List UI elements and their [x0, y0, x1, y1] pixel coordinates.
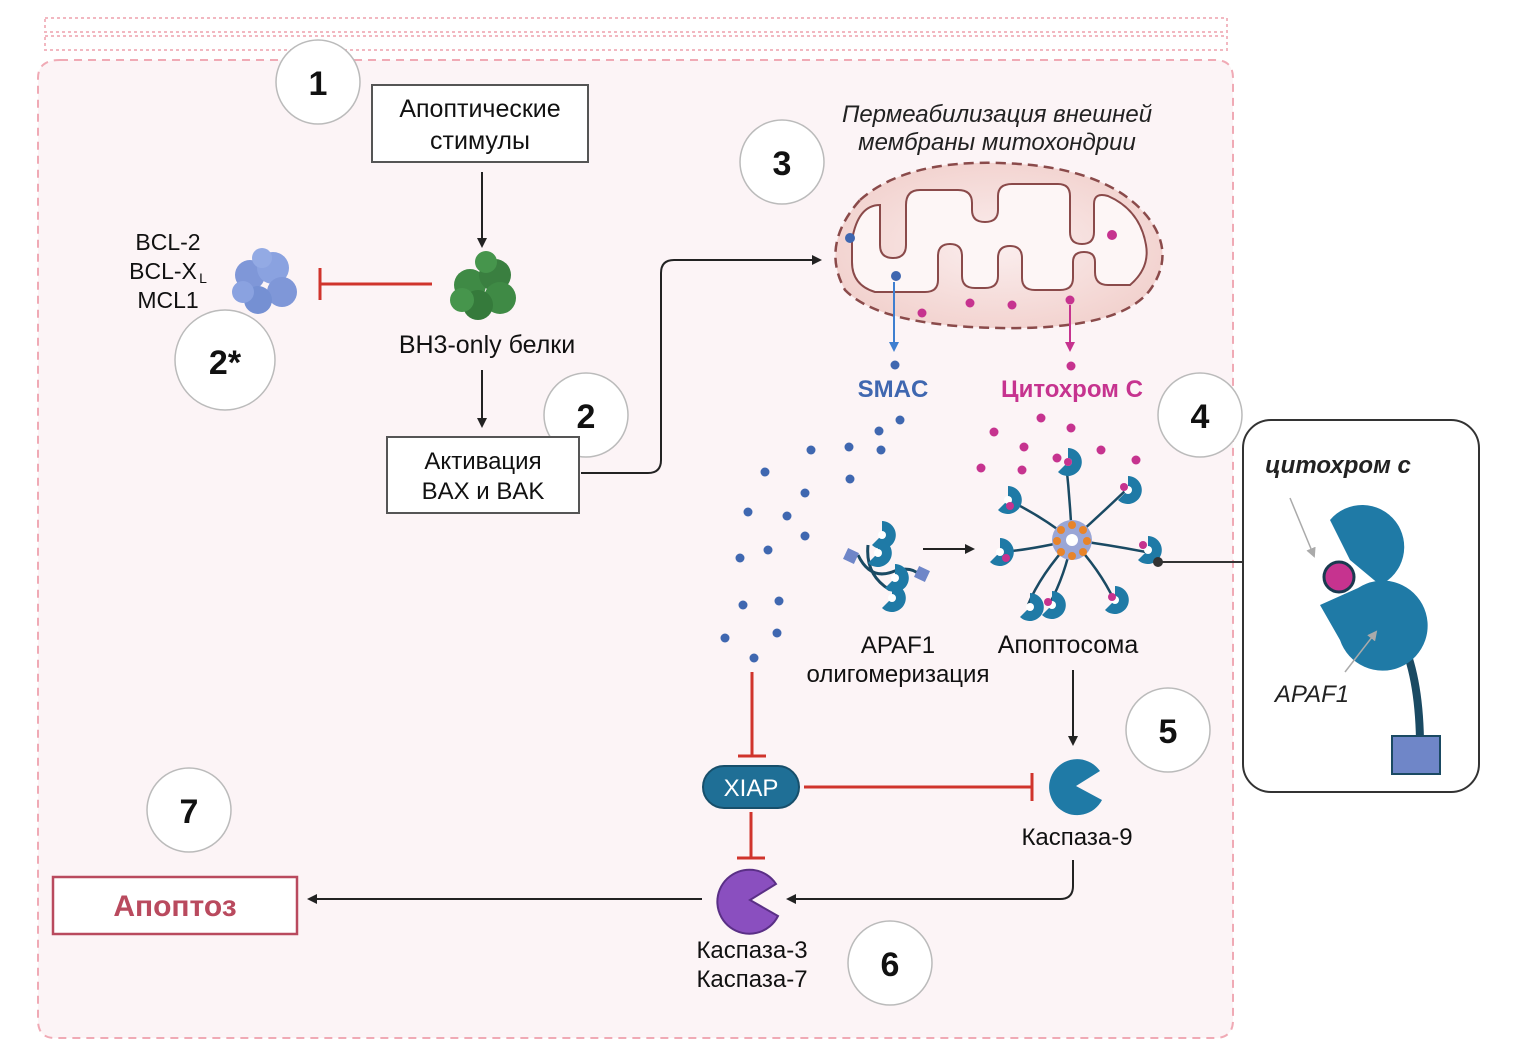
svg-text:олигомеризация: олигомеризация [807, 661, 990, 688]
apaf1-oligomerization-label: APAF1 олигомеризация [807, 632, 990, 688]
xiap-badge: XIAP [702, 765, 800, 809]
svg-text:BCL-X: BCL-X [129, 258, 197, 284]
svg-text:мембраны митохондрии: мембраны митохондрии [858, 129, 1136, 156]
svg-text:стимулы: стимулы [430, 127, 530, 155]
svg-text:5: 5 [1159, 713, 1178, 751]
svg-text:BAX и BAK: BAX и BAK [422, 478, 545, 505]
apaf1-inset-box: цитохром с APAF1 [1242, 419, 1480, 793]
svg-text:Активация: Активация [424, 448, 541, 475]
svg-text:4: 4 [1191, 398, 1210, 436]
svg-text:Каспаза-7: Каспаза-7 [696, 966, 807, 993]
caspase9-pacman-enzyme-icon [1049, 759, 1102, 816]
step-circle-7: 7 [146, 767, 232, 853]
arrow-bax-to-mitochondrion [581, 255, 822, 474]
bax-bak-activation-box: Активация BAX и BAK [386, 436, 580, 514]
cytochrome-c-particles [976, 361, 1141, 475]
inhibit-xiap-to-caspase37 [737, 812, 765, 860]
momp-label: Пермеабилизация внешней мембраны митохон… [842, 101, 1152, 156]
caspase37-pacman-enzyme-icon [716, 868, 780, 935]
bcl2-family-labels: BCL-2 BCL-X L MCL1 [129, 229, 207, 313]
svg-text:BCL-2: BCL-2 [135, 229, 200, 255]
svg-text:L: L [199, 270, 207, 286]
svg-text:Пермеабилизация внешней: Пермеабилизация внешней [842, 101, 1152, 128]
svg-text:3: 3 [773, 145, 792, 183]
svg-text:APAF1: APAF1 [861, 632, 935, 659]
svg-text:7: 7 [180, 793, 199, 831]
inhibit-smac-to-xiap [738, 672, 766, 758]
apoptotic-stimuli-box: Апоптические стимулы [371, 84, 589, 163]
apoptosis-box: Апоптоз [51, 875, 299, 936]
inset-connector [1153, 557, 1243, 567]
step-circle-1: 1 [275, 39, 361, 125]
inhibit-bh3-to-bcl2 [318, 268, 432, 300]
green-protein-blob-icon [450, 251, 516, 320]
svg-text:1: 1 [309, 65, 328, 103]
bh3-only-label: BH3-only белки [399, 331, 575, 359]
arrow-caspase9-to-caspase37 [786, 860, 1074, 904]
smac-particles [720, 360, 905, 663]
svg-text:цитохром с: цитохром с [1265, 452, 1411, 479]
caspase9-label: Каспаза-9 [1021, 824, 1132, 851]
svg-text:APAF1: APAF1 [1273, 681, 1349, 708]
apaf1-oligomerization-icon [843, 521, 930, 612]
svg-text:XIAP: XIAP [724, 775, 779, 802]
apoptosome-wheel-icon [990, 448, 1162, 621]
svg-text:Апоптические: Апоптические [399, 95, 560, 123]
smac-label: SMAC [858, 376, 929, 403]
svg-text:MCL1: MCL1 [137, 287, 198, 313]
step-circle-4: 4 [1157, 372, 1243, 458]
blue-protein-blob-icon [232, 248, 297, 314]
svg-text:Апоптоз: Апоптоз [113, 890, 236, 923]
svg-text:6: 6 [881, 946, 900, 984]
step-circle-5: 5 [1125, 687, 1211, 773]
cytochrome-c-label: Цитохром С [1001, 376, 1143, 403]
step-circle-2star: 2* [174, 309, 276, 411]
mitochondrion-icon [834, 161, 1164, 330]
step-circle-6: 6 [847, 920, 933, 1006]
svg-text:2: 2 [577, 398, 596, 436]
step-circle-3: 3 [739, 119, 825, 205]
svg-text:Каспаза-3: Каспаза-3 [696, 937, 807, 964]
inhibit-xiap-to-caspase9 [804, 773, 1034, 801]
svg-text:2*: 2* [209, 344, 242, 382]
apoptosome-label: Апоптосома [998, 631, 1139, 659]
caspase37-label: Каспаза-3 Каспаза-7 [696, 937, 807, 993]
